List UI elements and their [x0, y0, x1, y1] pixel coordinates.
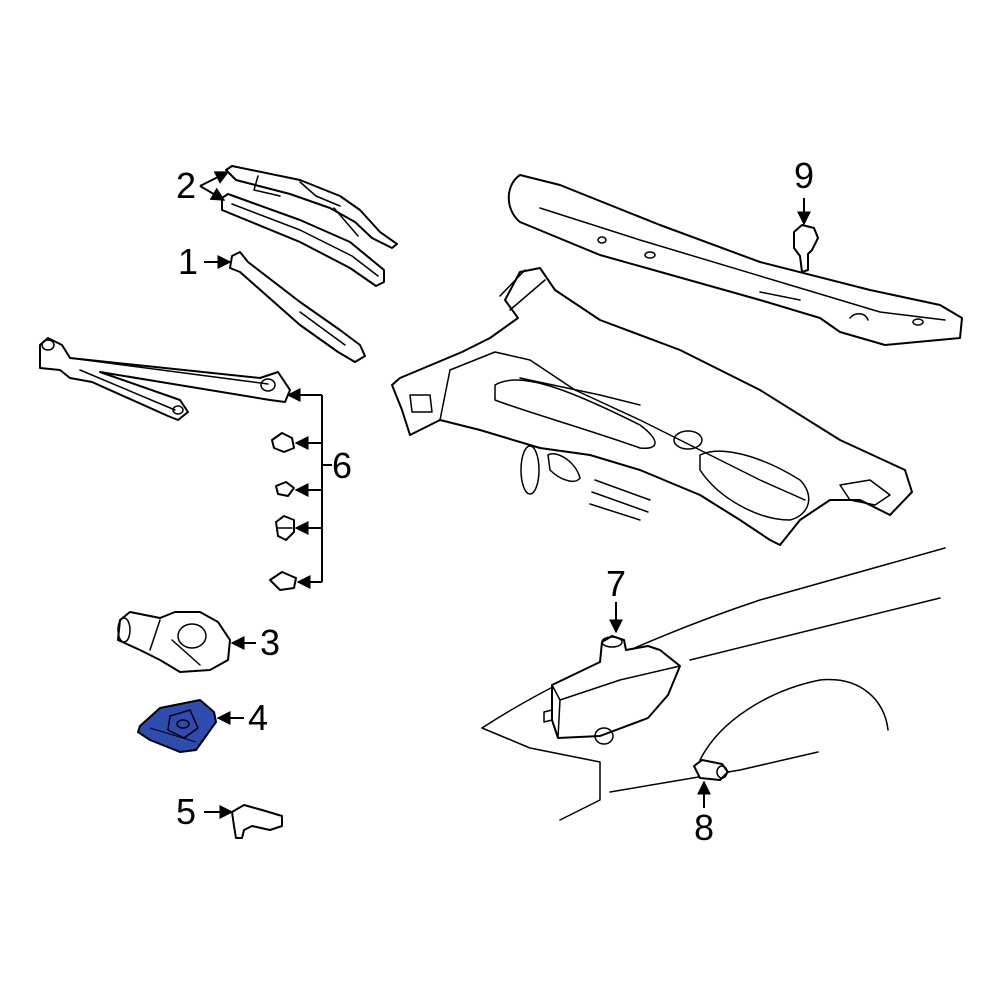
- callout-4[interactable]: 4: [248, 697, 268, 738]
- callout-9[interactable]: 9: [794, 155, 814, 196]
- callout-8[interactable]: 8: [694, 807, 714, 848]
- cowl-frame: [391, 267, 913, 546]
- wiper-arm: [229, 251, 366, 363]
- callout-1[interactable]: 1: [178, 241, 198, 282]
- bushing-1: [271, 432, 295, 453]
- callout-3[interactable]: 3: [260, 622, 280, 663]
- callout-7[interactable]: 7: [606, 563, 626, 604]
- bushing-4: [269, 571, 297, 591]
- bushing-3: [275, 515, 295, 541]
- callout-6[interactable]: 6: [332, 445, 352, 486]
- leader-lines: [199, 171, 811, 819]
- washer-pump: [693, 759, 729, 781]
- washer-nozzle: [231, 804, 283, 839]
- callout-2[interactable]: 2: [176, 165, 196, 206]
- callout-5[interactable]: 5: [176, 791, 196, 832]
- wiper-linkage: [39, 337, 291, 421]
- cowl-clip: [793, 224, 819, 273]
- washer-reservoir: [543, 635, 681, 745]
- wiper-blade-upper: [225, 165, 398, 249]
- cowl-panel: [507, 174, 963, 346]
- wiper-motor: [117, 611, 231, 673]
- wiper-blade-lower: [221, 193, 385, 287]
- bushing-2: [275, 481, 295, 497]
- motor-seal: [137, 699, 217, 753]
